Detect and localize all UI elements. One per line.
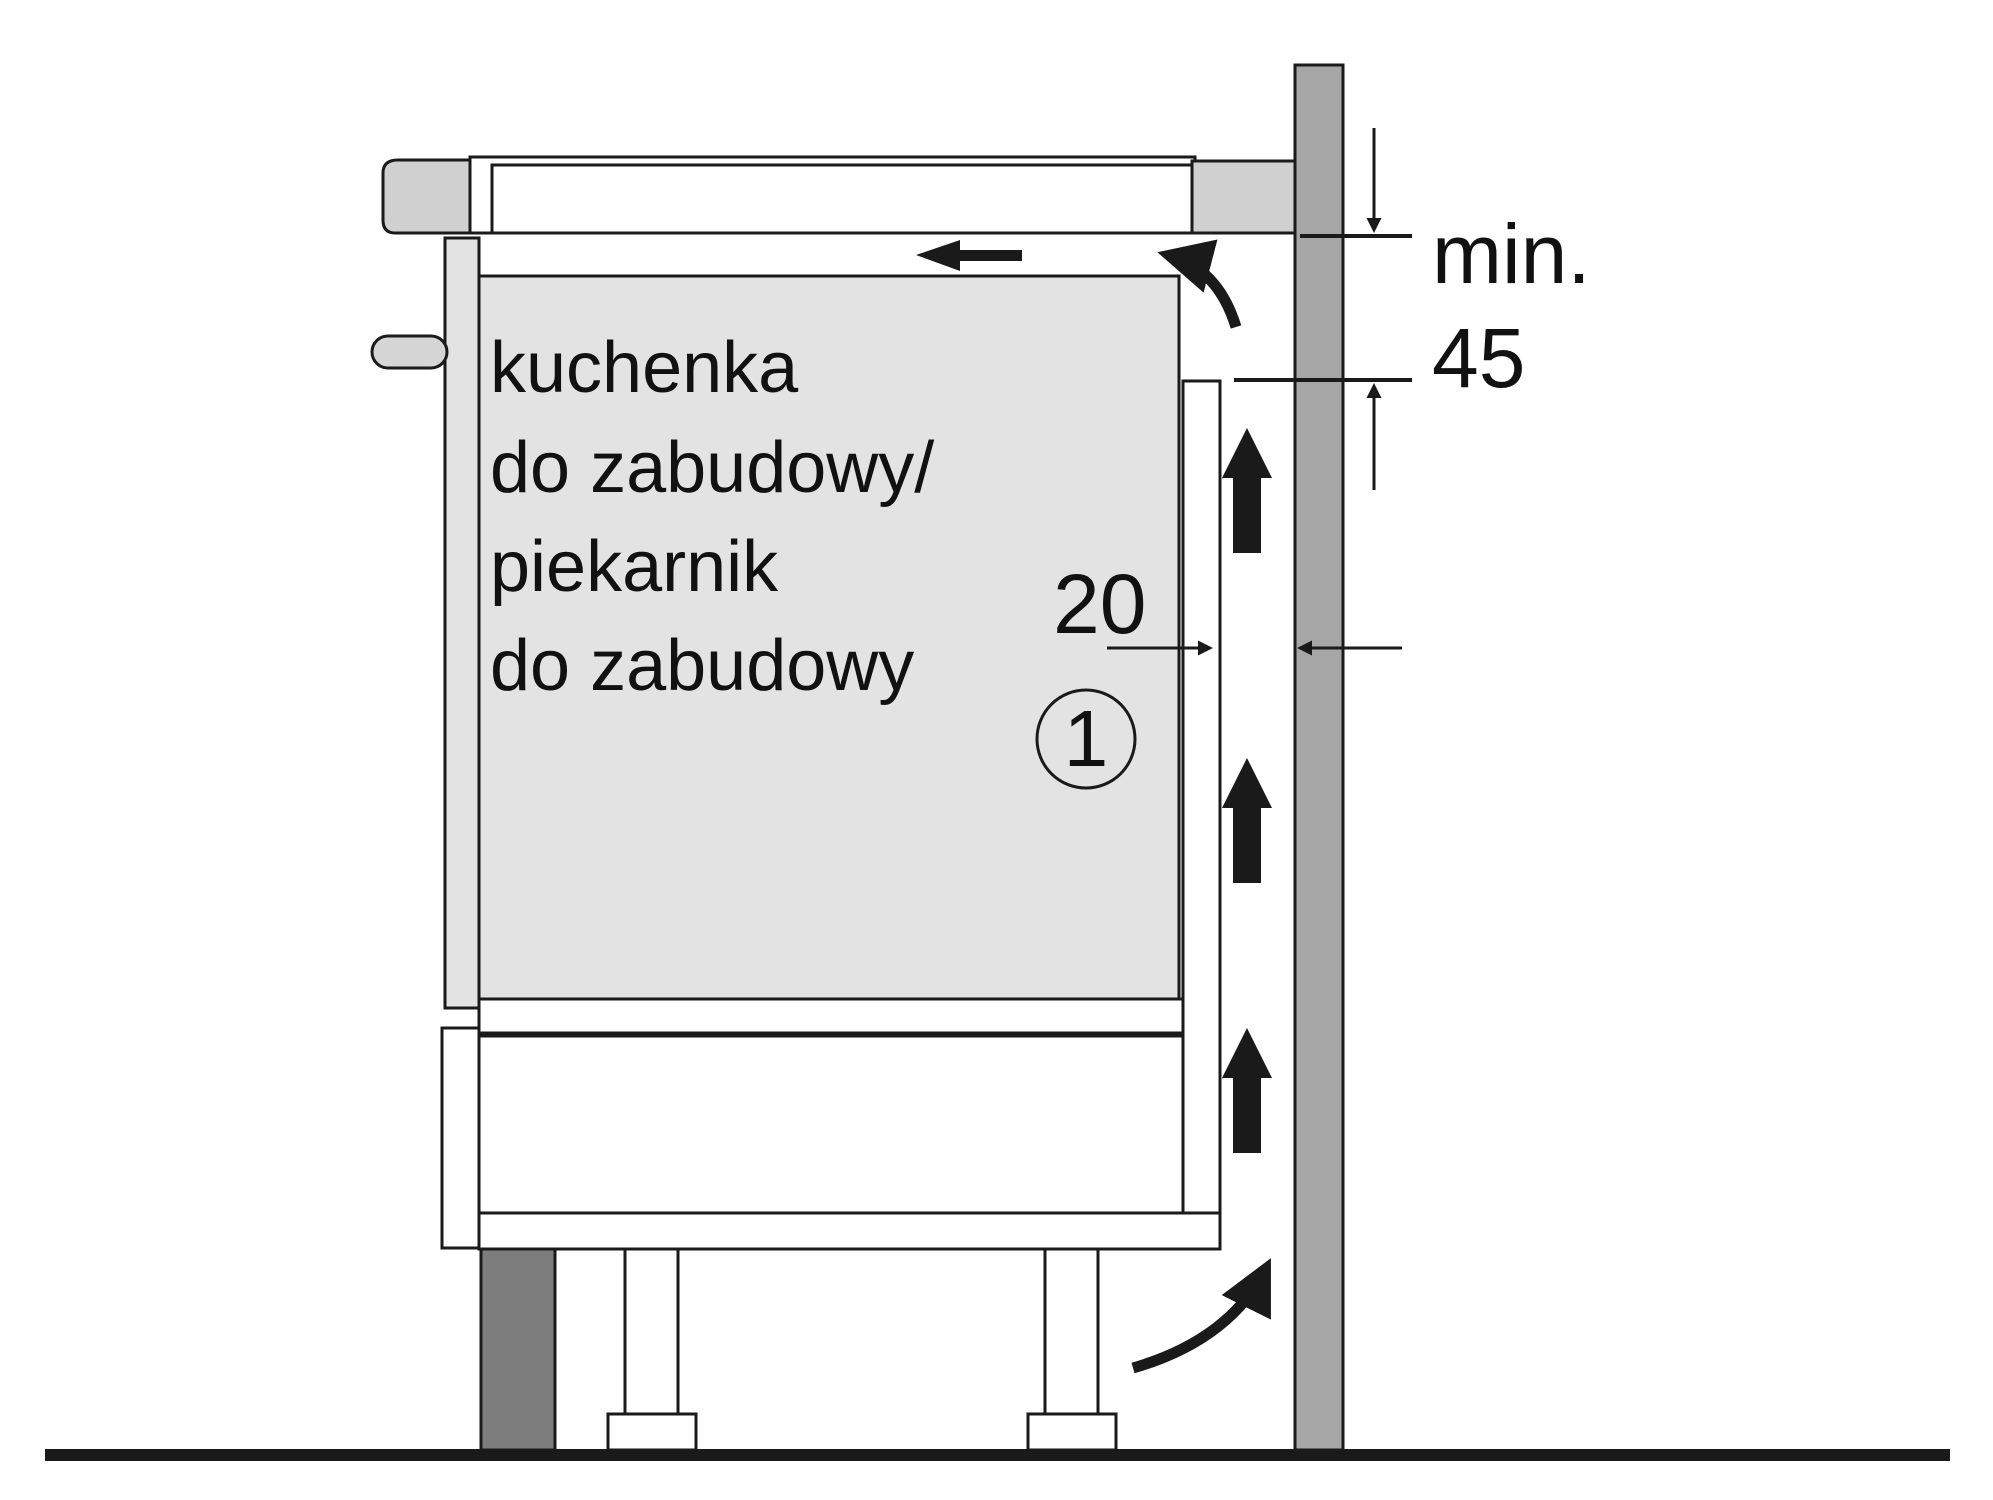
- airflow-arrow-up: [1222, 1028, 1272, 1153]
- airflow-arrow-curved-top: [1157, 239, 1242, 329]
- dimension-top-gap: [1234, 128, 1412, 490]
- callout-circle: [1035, 688, 1137, 790]
- airflow-arrow-curved-bottom: [1131, 1258, 1271, 1374]
- gap-top-value: 45: [1432, 311, 1525, 405]
- cooktop-body: [490, 163, 1194, 235]
- cabinet-foot-right: [1026, 1247, 1118, 1452]
- callout-number: 1: [1064, 694, 1109, 783]
- side-wall: [1293, 63, 1345, 1452]
- airflow-arrow-left: [916, 240, 1022, 271]
- airflow-arrow-up: [1222, 428, 1272, 553]
- cabinet-side-panel: [1181, 379, 1222, 1216]
- cooktop: [381, 155, 1297, 235]
- airflow-arrows: [916, 240, 1272, 1153]
- worktop-rear: [1190, 159, 1297, 235]
- floor-line: [45, 1449, 1950, 1461]
- cabinet-bottom: [477, 1211, 1222, 1251]
- gap-side-value: 20: [1053, 557, 1146, 651]
- appliance-label-line: do zabudowy/: [490, 428, 934, 508]
- drawer-front: [440, 1026, 481, 1250]
- cabinet-foot-left: [606, 1247, 698, 1452]
- worktop-front-edge: [381, 158, 494, 235]
- appliance-label-line: kuchenka: [490, 328, 799, 408]
- oven-front-panel: [443, 236, 481, 1010]
- gap-top-prefix: min.: [1432, 207, 1591, 301]
- oven-shelf: [477, 997, 1185, 1035]
- drawer-body: [477, 1034, 1185, 1215]
- oven-body: [477, 274, 1181, 1001]
- appliance-label-line: piekarnik: [490, 527, 779, 607]
- appliance-label-line: do zabudowy: [490, 626, 914, 706]
- plinth: [479, 1247, 557, 1452]
- airflow-arrow-up: [1222, 758, 1272, 883]
- oven-handle: [370, 334, 449, 370]
